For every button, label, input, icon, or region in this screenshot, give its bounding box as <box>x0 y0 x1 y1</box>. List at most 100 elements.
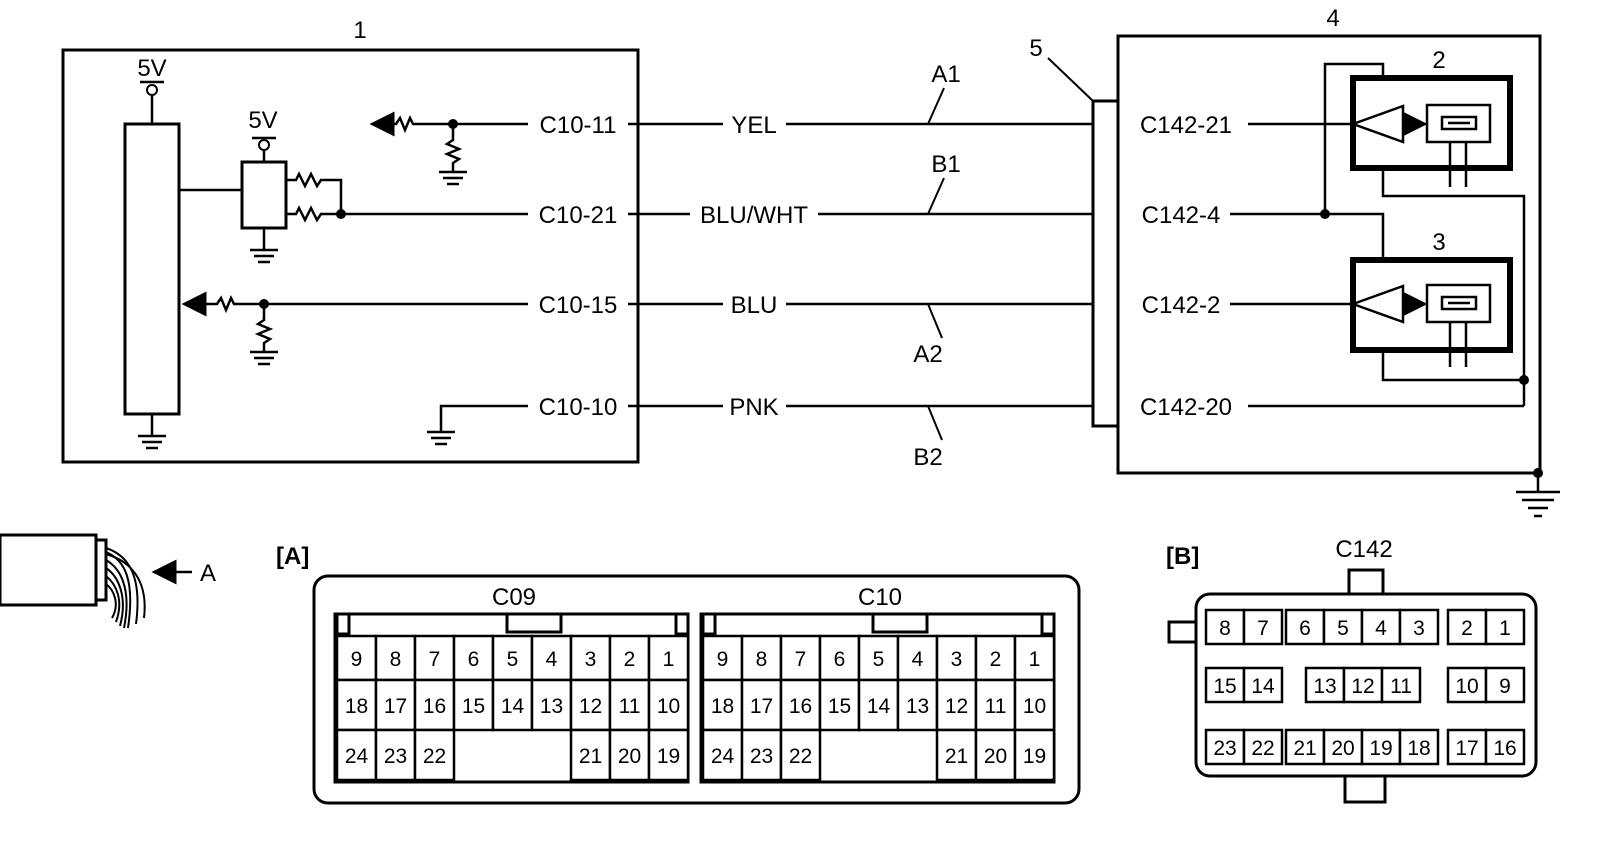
connector-b-title: [B] <box>1166 543 1199 570</box>
pin-cell <box>1284 728 1326 766</box>
c142-pin-10: 10 <box>1455 675 1478 698</box>
pin-cell <box>530 634 573 682</box>
c09-pin-11: 11 <box>619 695 641 718</box>
pin-cell <box>335 678 378 732</box>
c142-pin-22: 22 <box>1251 737 1274 760</box>
c10-pin-1: 1 <box>1029 648 1041 671</box>
pin-cell <box>374 728 417 782</box>
pin-cell <box>1342 666 1384 704</box>
c10-pin-9: 9 <box>717 648 729 671</box>
connector-a-left-name: C09 <box>492 584 536 611</box>
pin-cell <box>935 728 978 782</box>
module-pin-4: C142-20 <box>1140 394 1232 421</box>
c142-pin-19: 19 <box>1369 737 1392 760</box>
pin-cell <box>935 634 978 682</box>
c142-pin-8: 8 <box>1219 617 1231 640</box>
c09-pin-7: 7 <box>429 648 441 671</box>
supply-label-2: 5V <box>248 107 277 134</box>
c09-pin-23: 23 <box>384 745 407 768</box>
c10-pin-16: 16 <box>789 695 812 718</box>
callout-ecm: 1 <box>353 17 366 44</box>
c09-pin-15: 15 <box>462 695 485 718</box>
sensor-module-block: 4 5 C142-21 C142-4 C142-2 C142-20 2 <box>1029 5 1560 518</box>
c09-pin-8: 8 <box>390 648 402 671</box>
c142-pin-7: 7 <box>1257 617 1269 640</box>
ecm-pin-3: C10-15 <box>539 292 618 319</box>
pin-cell <box>1484 728 1526 766</box>
wire-mark-1: A1 <box>931 61 960 88</box>
pin-cell <box>452 678 495 732</box>
pin-cell <box>974 728 1017 782</box>
c09-pin-17: 17 <box>384 695 407 718</box>
c09-pin-10: 10 <box>657 695 680 718</box>
c09-pin-14: 14 <box>501 695 525 718</box>
wire-color-2: BLU/WHT <box>700 202 808 229</box>
pin-cell <box>1484 666 1526 704</box>
module-pin-2: C142-4 <box>1142 202 1221 229</box>
callout-sensor-lower: 3 <box>1432 229 1445 256</box>
c09-pin-3: 3 <box>585 648 597 671</box>
c09-pin-9: 9 <box>351 648 363 671</box>
pin-cell <box>740 728 783 782</box>
c10-pin-7: 7 <box>795 648 807 671</box>
ecm-pin-4: C10-10 <box>539 394 618 421</box>
view-arrow-label: A <box>200 560 216 587</box>
pin-cell <box>1398 728 1440 766</box>
c142-pin-20: 20 <box>1331 737 1354 760</box>
c10-pin-15: 15 <box>828 695 851 718</box>
c142-pin-4: 4 <box>1375 617 1387 640</box>
pin-cell <box>779 678 822 732</box>
pin-cell <box>857 678 900 732</box>
c09-pin-24: 24 <box>345 745 369 768</box>
c10-pin-3: 3 <box>951 648 963 671</box>
c10-pin-14: 14 <box>867 695 891 718</box>
c10-pin-6: 6 <box>834 648 846 671</box>
pin-cell <box>1013 634 1056 682</box>
c09-pin-1: 1 <box>663 648 675 671</box>
c09-pin-18: 18 <box>345 695 368 718</box>
c142-pin-9: 9 <box>1499 675 1511 698</box>
pin-cell <box>857 634 900 682</box>
pin-cell <box>1284 608 1326 646</box>
c142-pin-21: 21 <box>1293 737 1316 760</box>
ground-symbol <box>138 414 166 450</box>
c142-pin-6: 6 <box>1299 617 1311 640</box>
pin-cell <box>491 678 534 732</box>
connector-view-icon: A <box>0 533 216 629</box>
pin-cell <box>335 728 378 782</box>
c10-pin-17: 17 <box>750 695 773 718</box>
c142-pin-11: 11 <box>1390 675 1412 698</box>
ecm-pin-1: C10-11 <box>540 112 617 139</box>
c10-pin-11: 11 <box>985 695 1007 718</box>
pin-cell <box>1380 666 1422 704</box>
harness-wires: YEL BLU/WHT BLU PNK A1 B1 A2 B2 <box>628 61 1093 471</box>
c10-pin-4: 4 <box>912 648 924 671</box>
pin-cell <box>1322 608 1364 646</box>
c10-pin-8: 8 <box>756 648 768 671</box>
c10-pin-10: 10 <box>1023 695 1046 718</box>
wire-color-4: PNK <box>729 394 778 421</box>
sensor-lower: 3 <box>1349 229 1524 382</box>
c09-pin-21: 21 <box>579 745 602 768</box>
pin-cell <box>1242 728 1284 766</box>
c09-pin-19: 19 <box>657 745 680 768</box>
c09-pin-22: 22 <box>423 745 446 768</box>
module-pin-1: C142-21 <box>1140 112 1232 139</box>
c142-pin-23: 23 <box>1213 737 1236 760</box>
connector-a-title: [A] <box>276 543 309 570</box>
pin-cell <box>647 634 690 682</box>
ecm-pin-2: C10-21 <box>539 202 618 229</box>
pin-cell <box>701 728 744 782</box>
c142-pin-12: 12 <box>1351 675 1374 698</box>
c09-pin-6: 6 <box>468 648 480 671</box>
supply-label-1: 5V <box>137 55 166 82</box>
c10-pin-5: 5 <box>873 648 885 671</box>
c09-pin-20: 20 <box>618 745 641 768</box>
c09-pin-16: 16 <box>423 695 446 718</box>
c10-pin-12: 12 <box>945 695 968 718</box>
connector-b-name: C142 <box>1335 536 1392 563</box>
wire-mark-3: A2 <box>913 341 942 368</box>
callout-module: 4 <box>1326 5 1339 32</box>
pin-cell <box>1322 728 1364 766</box>
